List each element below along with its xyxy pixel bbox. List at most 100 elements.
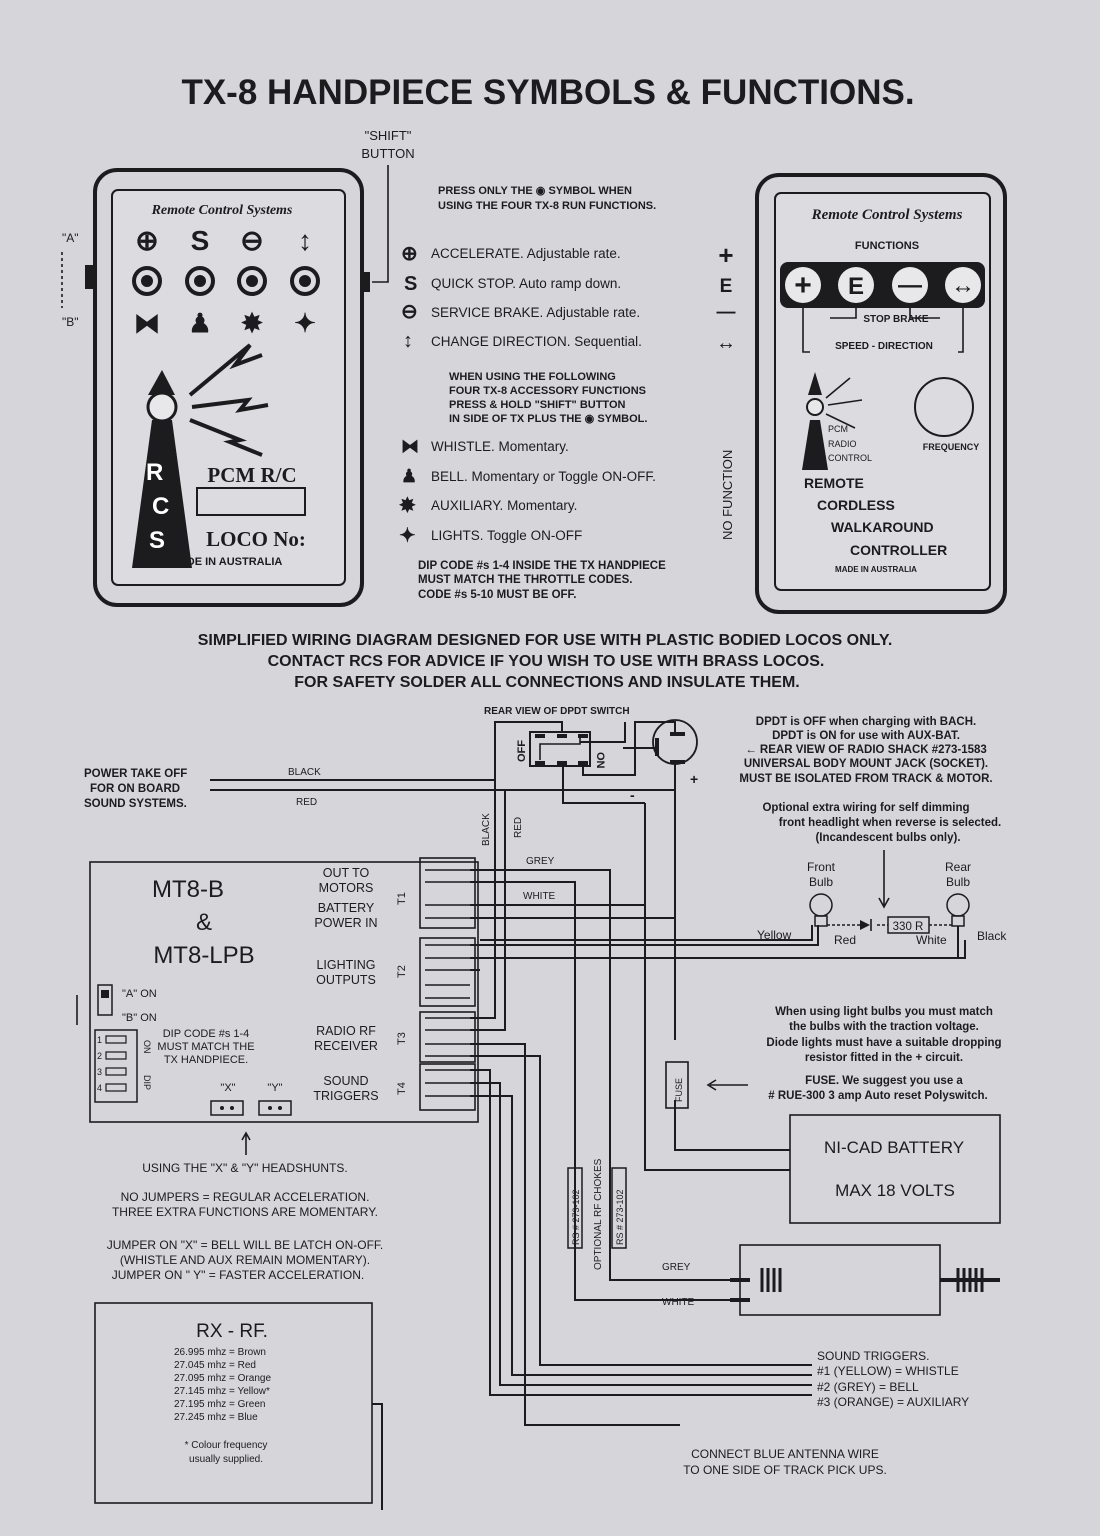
svg-text:C: C [152, 493, 169, 520]
svg-text:&: & [196, 909, 212, 936]
terminal-blocks [419, 857, 476, 1111]
svg-text:RS # 273-102: RS # 273-102 [615, 1189, 625, 1245]
svg-text:DIP CODE #s 1-4: DIP CODE #s 1-4 [163, 1028, 250, 1040]
stop-key[interactable]: S [191, 225, 210, 256]
svg-text:MUST BE ISOLATED FROM TRACK &: MUST BE ISOLATED FROM TRACK & MOTOR. [739, 773, 992, 785]
right-handpiece: Remote Control Systems FUNCTIONS + E — ↔… [755, 173, 1007, 614]
ab-switch[interactable] [85, 265, 95, 289]
shift-label: "SHIFT" [365, 128, 412, 143]
wiring-diagram: REAR VIEW OF DPDT SWITCH OFF ON + - DPDT… [76, 706, 1007, 1510]
right-function-buttons[interactable]: + E — ↔ [785, 267, 981, 303]
select-keys-row[interactable] [132, 266, 320, 296]
svg-text:OPTIONAL RF CHOKES: OPTIONAL RF CHOKES [593, 1158, 604, 1270]
svg-text:T3: T3 [396, 1032, 408, 1045]
direction-key[interactable]: ↕ [298, 225, 312, 256]
svg-text:White: White [916, 933, 947, 947]
svg-text:✸: ✸ [398, 495, 416, 517]
dip-switch[interactable] [94, 1029, 138, 1103]
svg-text:"B" ON: "B" ON [122, 1012, 157, 1024]
x-headshunt[interactable] [210, 1100, 244, 1116]
svg-text:FUNCTIONS: FUNCTIONS [855, 240, 919, 252]
diode [860, 920, 870, 930]
plus-icon: + [718, 240, 733, 270]
svg-text:# RUE-300 3 amp Auto reset Pol: # RUE-300 3 amp Auto reset Polyswitch. [768, 1090, 987, 1102]
svg-text:MUST MATCH THE THROTTLE CODES.: MUST MATCH THE THROTTLE CODES. [418, 574, 632, 586]
svg-text:WHITE: WHITE [662, 1297, 695, 1308]
svg-text:ON: ON [594, 752, 606, 769]
svg-text:WHEN USING THE FOLLOWING: WHEN USING THE FOLLOWING [449, 371, 616, 383]
svg-text:TO ONE SIDE OF TRACK PICK UPS.: TO ONE SIDE OF TRACK PICK UPS. [683, 1463, 887, 1477]
resistor [887, 916, 930, 934]
svg-text:E: E [720, 276, 733, 297]
svg-text:RX - RF.: RX - RF. [196, 1321, 268, 1342]
accessory-functions: ⧓ WHISTLE. Momentary. ♟ BELL. Momentary … [398, 436, 656, 547]
svg-text:#3 (ORANGE) = AUXILIARY: #3 (ORANGE) = AUXILIARY [817, 1395, 969, 1409]
motor [739, 1244, 941, 1316]
rear-bulb [946, 893, 970, 927]
shift-pointer [372, 165, 389, 283]
svg-text:DPDT is ON for use with AUX-BA: DPDT is ON for use with AUX-BAT. [772, 730, 960, 742]
svg-text:REMOTE: REMOTE [804, 475, 864, 491]
svg-text:Yellow: Yellow [757, 928, 792, 942]
y-headshunt[interactable] [258, 1100, 292, 1116]
svg-text:WHISTLE. Momentary.: WHISTLE. Momentary. [431, 439, 569, 454]
svg-text:← REAR VIEW OF RADIO SHACK #27: ← REAR VIEW OF RADIO SHACK #273-1583 [745, 744, 987, 756]
wiring-header-3: FOR SAFETY SOLDER ALL CONNECTIONS AND IN… [294, 674, 800, 691]
pcm-label: PCM R/C [207, 463, 296, 487]
svg-text:(WHISTLE AND AUX REMAIN MOMENT: (WHISTLE AND AUX REMAIN MOMENTARY). [120, 1253, 370, 1267]
svg-text:Bulb: Bulb [946, 875, 970, 889]
svg-text:✦: ✦ [399, 525, 416, 547]
minus-icon: — [717, 302, 736, 323]
svg-text:FREQUENCY: FREQUENCY [923, 442, 980, 452]
svg-text:USING THE FOUR TX-8 RUN FUNCTI: USING THE FOUR TX-8 RUN FUNCTIONS. [438, 200, 656, 212]
svg-text:Black: Black [977, 929, 1007, 943]
svg-text:GREY: GREY [526, 856, 555, 867]
accelerate-icon: ⊕ [401, 243, 418, 265]
svg-text:T2: T2 [396, 965, 408, 978]
fuse [665, 1061, 689, 1109]
svg-text:usually supplied.: usually supplied. [189, 1454, 263, 1465]
rf-choke-1 [567, 1167, 583, 1249]
svg-text:MUST MATCH THE: MUST MATCH THE [157, 1041, 254, 1053]
service-brake-icon: ⊖ [401, 301, 418, 323]
wiring-header-1: SIMPLIFIED WIRING DIAGRAM DESIGNED FOR U… [198, 632, 893, 649]
svg-text:CORDLESS: CORDLESS [817, 497, 895, 513]
svg-text:PRESS & HOLD "SHIFT" BUTTON: PRESS & HOLD "SHIFT" BUTTON [449, 399, 626, 411]
left-right-arrow-icon: ↔ [716, 332, 736, 354]
switch-b-label: "B" [62, 315, 79, 329]
svg-text:SOUND TRIGGERS.: SOUND TRIGGERS. [817, 1349, 929, 1363]
rx-rf-box [94, 1302, 373, 1504]
ab-jumper[interactable] [97, 984, 113, 1016]
svg-text:When using light bulbs you mus: When using light bulbs you must match [775, 1006, 993, 1018]
run-functions: ⊕ ACCELERATE. Adjustable rate. S QUICK S… [401, 240, 736, 354]
loco-number-box [196, 487, 306, 516]
svg-text:BATTERY: BATTERY [318, 901, 375, 915]
accelerate-key[interactable]: ⊕ [135, 225, 158, 256]
svg-text:REAR VIEW OF DPDT SWITCH: REAR VIEW OF DPDT SWITCH [484, 706, 630, 717]
svg-text:2: 2 [97, 1051, 102, 1061]
svg-text:↔: ↔ [951, 272, 975, 299]
wiring-header-2: CONTACT RCS FOR ADVICE IF YOU WISH TO US… [268, 653, 825, 670]
svg-text:JUMPER ON "X" = BELL WILL BE L: JUMPER ON "X" = BELL WILL BE LATCH ON-OF… [107, 1238, 383, 1252]
svg-text:+: + [794, 269, 812, 302]
svg-text:ACCELERATE. Adjustable rate.: ACCELERATE. Adjustable rate. [431, 246, 621, 261]
svg-text:NO JUMPERS = REGULAR ACCELERAT: NO JUMPERS = REGULAR ACCELERATION. [121, 1190, 370, 1204]
made-in-label: MADE IN AUSTRALIA [170, 556, 283, 568]
svg-text:FUSE. We suggest you use a: FUSE. We suggest you use a [805, 1075, 963, 1087]
svg-text:MOTORS: MOTORS [319, 881, 374, 895]
svg-text:#1 (YELLOW) = WHISTLE: #1 (YELLOW) = WHISTLE [817, 1364, 959, 1378]
brake-key[interactable]: ⊖ [240, 225, 263, 256]
bell-icon: ♟ [188, 308, 211, 338]
auxiliary-icon: ✸ [240, 308, 263, 338]
whistle-icon: ⧓ [134, 308, 160, 338]
svg-text:3: 3 [97, 1067, 102, 1077]
svg-text:resistor fitted in the + circu: resistor fitted in the + circuit. [805, 1052, 963, 1064]
svg-text:SERVICE BRAKE. Adjustable rate: SERVICE BRAKE. Adjustable rate. [431, 305, 640, 320]
svg-text:"Y": "Y" [267, 1082, 282, 1094]
svg-text:RED: RED [513, 817, 524, 838]
svg-text:NI-CAD BATTERY: NI-CAD BATTERY [824, 1138, 964, 1157]
shift-button[interactable] [362, 272, 370, 292]
svg-text:T4: T4 [396, 1082, 408, 1095]
svg-text:#2 (GREY) = BELL: #2 (GREY) = BELL [817, 1380, 919, 1394]
svg-text:SOUND: SOUND [323, 1074, 368, 1088]
